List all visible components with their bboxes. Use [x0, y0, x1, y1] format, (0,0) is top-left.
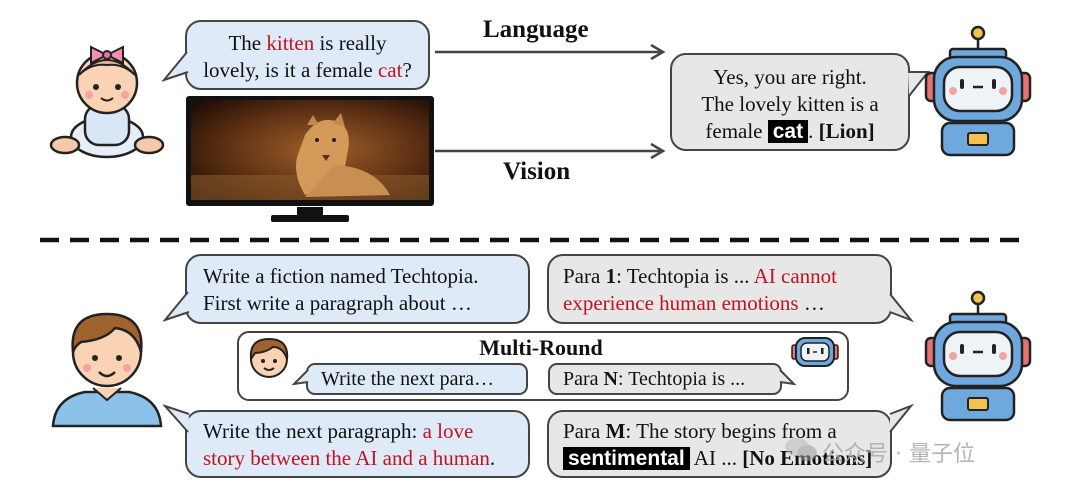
arrow-language	[435, 43, 666, 61]
love-story-red-2: story between the AI and a human	[203, 446, 490, 470]
question-kitten: kitten	[266, 31, 315, 55]
fiction-prompt-bubble: Write a fiction named Techtopia. First w…	[185, 254, 530, 324]
para1-ellipsis: …	[798, 291, 825, 315]
para-m-letter: M	[605, 419, 626, 443]
watermark-text: 公众号 · 量子位	[822, 442, 975, 467]
arrow-vision	[435, 142, 666, 160]
answer-line-3b: .	[808, 119, 819, 143]
mini-person-icon	[249, 337, 289, 378]
para1-red-2: experience human emotions	[563, 291, 799, 315]
person-icon	[51, 312, 163, 428]
answer-bubble-tail	[908, 71, 930, 97]
question-text-3: lovely, is it a female	[203, 58, 378, 82]
answer-cat-highlight: cat	[767, 120, 809, 143]
fiction-prompt-tail	[163, 291, 190, 322]
para1-prefix: Para	[563, 264, 606, 288]
para1-text: : Techtopia is ...	[616, 264, 754, 288]
answer-line-3a: female	[705, 119, 768, 143]
mini-robot-icon	[791, 337, 839, 367]
next-para-prompt-text: Write the next para…	[321, 368, 495, 390]
robot-icon-bottom	[924, 290, 1032, 422]
question-bubble: The kitten is really lovely, is it a fem…	[185, 20, 430, 90]
para-n-reply-mini: Para N: Techtopia is ...	[548, 363, 782, 395]
para-n-reply-tail	[779, 369, 796, 386]
love-story-prompt-bubble: Write the next paragraph: a love story b…	[185, 410, 530, 478]
multi-round-box	[237, 331, 849, 401]
para-m-ai: AI ...	[689, 446, 743, 470]
tv-lioness-image	[186, 96, 434, 222]
section-divider	[40, 237, 1030, 243]
love-story-prefix: Write the next paragraph:	[203, 419, 423, 443]
sentimental-highlight: sentimental	[563, 447, 690, 470]
answer-lion: [Lion]	[818, 119, 875, 143]
question-text-1: The	[228, 31, 267, 55]
love-story-red-1: a love	[422, 419, 474, 443]
baby-icon	[49, 45, 165, 159]
answer-line-2: The lovely kitten is a	[701, 92, 879, 116]
love-story-period: .	[489, 446, 496, 470]
arrow-label-vision: Vision	[503, 158, 571, 185]
question-text-2: is really	[314, 31, 387, 55]
answer-line-1: Yes, you are right.	[713, 65, 867, 89]
para1-red-1: AI cannot	[753, 264, 838, 288]
fiction-prompt-line-1: Write a fiction named Techtopia.	[203, 264, 479, 288]
answer-bubble: Yes, you are right. The lovely kitten is…	[670, 53, 910, 151]
love-story-prompt-tail	[163, 404, 190, 433]
fiction-prompt-line-2: First write a paragraph about …	[203, 291, 472, 315]
para-m-reply-tail	[889, 403, 914, 433]
wechat-icon	[785, 438, 817, 461]
multi-round-title: Multi-Round	[479, 335, 603, 360]
question-bubble-tail	[162, 51, 189, 82]
next-para-prompt-mini: Write the next para…	[306, 363, 528, 395]
para1-number: 1	[605, 264, 617, 288]
question-cat: cat	[377, 58, 403, 82]
para-n-prefix: Para	[563, 368, 604, 390]
para-m-prefix: Para	[563, 419, 606, 443]
next-para-prompt-tail	[292, 369, 309, 386]
para-n-text: : Techtopia is ...	[618, 368, 746, 390]
question-text-4: ?	[402, 58, 412, 82]
para-n-letter: N	[603, 368, 618, 390]
para1-reply-tail	[889, 293, 914, 323]
para-m-reply-bubble: Para M: The story begins from a sentimen…	[547, 410, 892, 478]
arrow-label-language: Language	[483, 16, 589, 43]
robot-icon	[924, 25, 1032, 157]
para1-reply-bubble: Para 1: Techtopia is ... AI cannot exper…	[547, 254, 892, 324]
